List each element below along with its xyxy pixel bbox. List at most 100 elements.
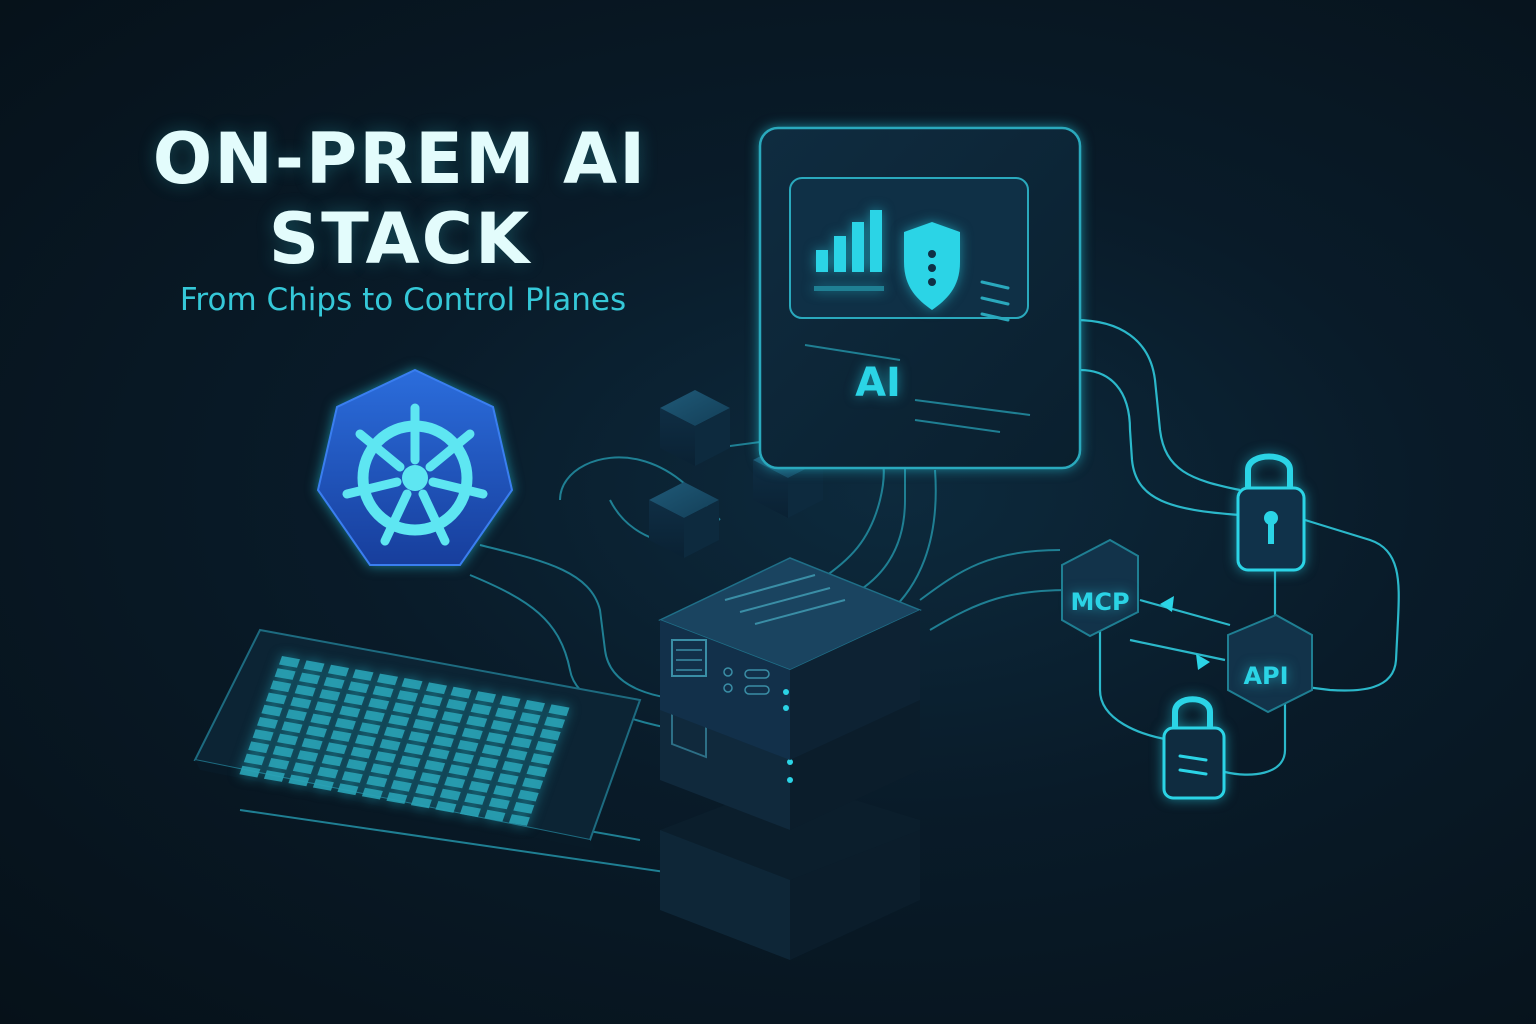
- chip-cell: [466, 715, 488, 728]
- bar-chart-icon: [814, 210, 884, 291]
- chip-cell: [464, 793, 486, 805]
- chip-cell: [441, 711, 463, 723]
- chip-cell: [279, 656, 300, 668]
- chip-cell: [519, 712, 541, 724]
- chip-cell: [317, 766, 339, 779]
- chip-cell: [257, 717, 278, 729]
- mcp-node: MCP: [1061, 538, 1139, 638]
- chip-cell: [524, 700, 545, 712]
- chip-cell: [368, 698, 390, 710]
- lock-icon: [1162, 696, 1226, 800]
- chip-cell: [294, 684, 316, 697]
- chip-cell: [334, 718, 356, 730]
- chip-cell: [544, 716, 566, 729]
- chip-cell: [370, 763, 392, 776]
- chip-cell: [363, 710, 385, 722]
- mcp-label: MCP: [1070, 588, 1129, 616]
- chip-cell: [515, 724, 537, 737]
- shield-icon: [904, 222, 960, 310]
- chip-cell: [392, 702, 414, 715]
- chip-cell: [412, 719, 434, 731]
- ai-label: AI: [855, 360, 901, 406]
- chip-cell: [337, 783, 359, 796]
- chip-cell: [530, 753, 552, 765]
- chip-cell: [297, 750, 319, 762]
- server-rack-icon: [658, 557, 922, 960]
- chip-cell: [421, 694, 443, 707]
- lock-icon: [1236, 453, 1306, 572]
- chip-cell: [321, 754, 343, 767]
- chip-cell: [395, 767, 417, 780]
- chip-cell: [475, 691, 496, 703]
- chip-cell: [450, 686, 472, 699]
- chip-cell: [281, 721, 303, 734]
- chip-grid-icon: [193, 628, 642, 850]
- chip-cell: [243, 753, 265, 766]
- chip-cell: [510, 736, 532, 749]
- chip-cell: [419, 772, 441, 784]
- chip-cell: [495, 707, 517, 720]
- cube-icon: [660, 390, 730, 466]
- chip-cell: [468, 781, 490, 793]
- menu-lines-icon: [980, 280, 1010, 322]
- chip-cell: [522, 777, 544, 790]
- chip-cell: [526, 765, 548, 778]
- chip-cell: [484, 809, 506, 822]
- chip-cell: [517, 789, 539, 802]
- chip-cell: [268, 758, 290, 770]
- chip-cell: [292, 762, 314, 775]
- chip-cell: [375, 751, 397, 763]
- chip-cell: [277, 733, 299, 746]
- chip-cell: [473, 768, 495, 781]
- chip-cell: [263, 770, 285, 782]
- chip-cell: [457, 740, 479, 752]
- page-title-line-2: STACK: [268, 198, 532, 280]
- chip-cell: [397, 690, 419, 702]
- chip-cell: [359, 722, 381, 735]
- chip-cell: [401, 678, 423, 690]
- chip-cell: [366, 775, 388, 788]
- chip-cell: [404, 743, 425, 756]
- chip-cell: [506, 748, 528, 761]
- chip-cell: [274, 668, 296, 680]
- chip-cell: [488, 797, 510, 810]
- chip-cell: [379, 739, 401, 751]
- page-subtitle: From Chips to Control Planes: [179, 282, 627, 318]
- chip-cell: [350, 746, 372, 759]
- chip-cell: [312, 779, 334, 791]
- chip-cell: [513, 802, 535, 814]
- chip-cell: [461, 727, 483, 740]
- chip-cell: [435, 801, 457, 813]
- chip-cell: [299, 672, 321, 685]
- chip-cell: [306, 725, 327, 738]
- chip-cell: [481, 744, 503, 757]
- chip-cell: [386, 792, 408, 804]
- chip-cell: [439, 788, 461, 801]
- dashboard-panel: AI: [758, 126, 1082, 470]
- chip-cell: [497, 773, 519, 785]
- chip-cell: [383, 726, 405, 739]
- chip-cell: [399, 755, 421, 768]
- chip-cell: [470, 703, 492, 716]
- chip-cell: [361, 787, 383, 800]
- chip-cell: [346, 759, 368, 771]
- chip-cell: [301, 738, 323, 750]
- chip-cell: [417, 706, 439, 719]
- chip-cell: [261, 704, 283, 717]
- chip-cell: [493, 785, 515, 798]
- chip-cell: [326, 742, 348, 755]
- chip-cell: [352, 669, 374, 681]
- chip-cell: [239, 765, 261, 778]
- chip-cell: [508, 814, 530, 826]
- chip-cell: [248, 741, 270, 754]
- chip-cell: [377, 673, 398, 686]
- chip-cell: [448, 764, 470, 777]
- chip-cell: [477, 756, 499, 769]
- chip-cell: [330, 730, 352, 742]
- chip-cell: [539, 728, 561, 741]
- chip-cell: [314, 701, 336, 714]
- chip-cell: [272, 745, 294, 758]
- chip-cell: [388, 714, 410, 727]
- chip-cell: [499, 695, 521, 708]
